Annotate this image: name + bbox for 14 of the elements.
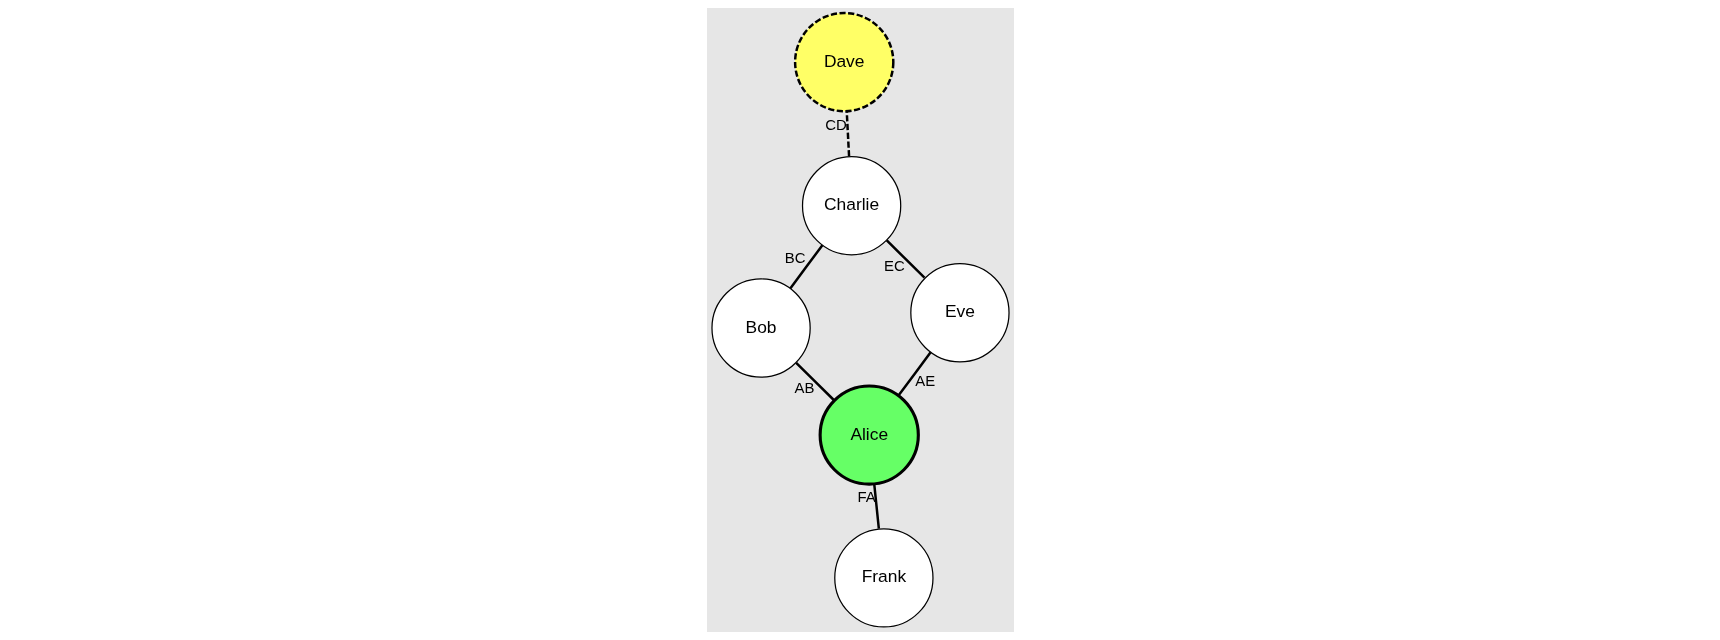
edge-label: CD <box>824 116 847 133</box>
connector <box>872 484 880 529</box>
node-circle: Dave <box>793 11 895 113</box>
connector <box>897 351 932 397</box>
connector <box>885 239 925 279</box>
connector <box>794 361 835 401</box>
edge-label: EC <box>883 258 905 275</box>
edge-label: FA <box>856 489 876 506</box>
connector <box>788 244 823 290</box>
node-circle: Frank <box>833 528 934 628</box>
edge-label: AB <box>794 380 814 397</box>
node-circle: Bob <box>710 278 811 378</box>
node-circle: Eve <box>909 263 1010 363</box>
connector <box>845 111 850 157</box>
